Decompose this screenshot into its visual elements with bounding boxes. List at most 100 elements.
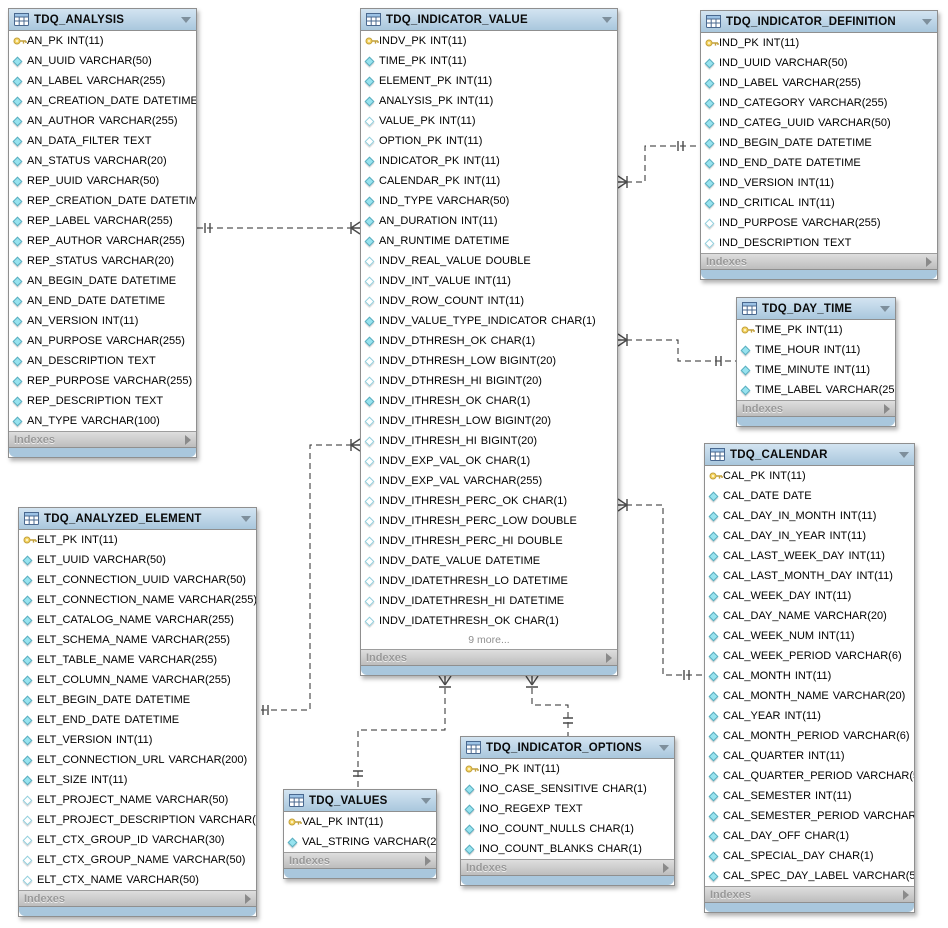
indexes-footer[interactable]: Indexes bbox=[701, 253, 937, 269]
indexes-footer[interactable]: Indexes bbox=[461, 859, 674, 875]
relationship-values-to-indicator-value[interactable] bbox=[357, 688, 446, 789]
indexes-footer[interactable]: Indexes bbox=[19, 890, 256, 906]
expand-arrow-icon[interactable] bbox=[606, 652, 612, 663]
indexes-footer[interactable]: Indexes bbox=[284, 852, 436, 868]
table-header[interactable]: TDQ_INDICATOR_DEFINITION bbox=[701, 11, 937, 33]
expand-arrow-icon[interactable] bbox=[884, 403, 890, 414]
expand-arrow-icon[interactable] bbox=[425, 855, 431, 866]
table-header[interactable]: TDQ_VALUES bbox=[284, 790, 436, 812]
indexes-footer[interactable]: Indexes bbox=[705, 886, 914, 902]
relationship-calendar-to-indicator-value[interactable] bbox=[626, 504, 704, 676]
indexes-footer[interactable]: Indexes bbox=[361, 649, 617, 665]
collapse-arrow-icon[interactable] bbox=[899, 451, 909, 458]
collapse-arrow-icon[interactable] bbox=[922, 18, 932, 25]
table-header[interactable]: TDQ_DAY_TIME bbox=[737, 298, 895, 320]
indexes-footer[interactable]: Indexes bbox=[9, 431, 196, 447]
collapse-arrow-icon[interactable] bbox=[181, 16, 191, 23]
collapse-arrow-icon[interactable] bbox=[421, 797, 431, 804]
expand-arrow-icon[interactable] bbox=[903, 889, 909, 900]
relationship-indicator-definition-to-indicator-value[interactable] bbox=[626, 145, 700, 183]
collapse-arrow-icon[interactable] bbox=[659, 744, 669, 751]
expand-arrow-icon[interactable] bbox=[245, 893, 251, 904]
